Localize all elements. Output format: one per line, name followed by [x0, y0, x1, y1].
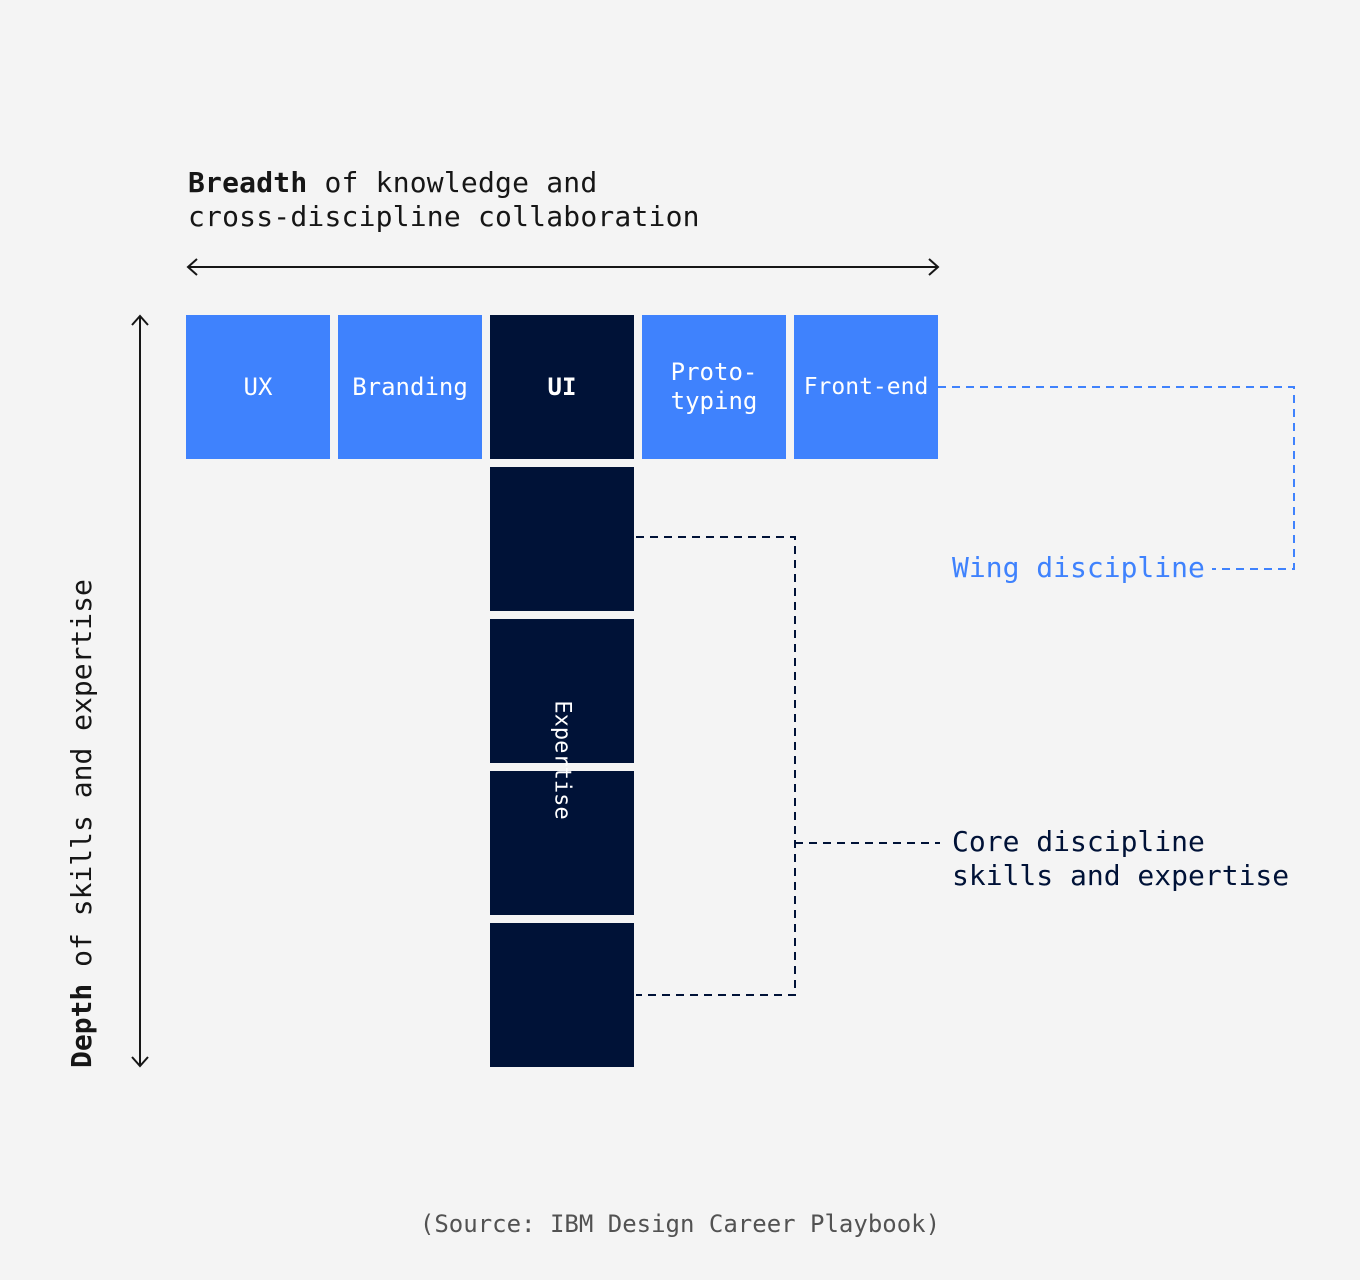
core-label-ui: UI — [547, 372, 577, 401]
wing-box-branding: Branding — [338, 315, 482, 459]
core-label-line2: skills and expertise — [952, 859, 1290, 892]
stem-block-2 — [490, 619, 634, 763]
wing-box-frontend: Front-end — [794, 315, 938, 459]
source-caption: (Source: IBM Design Career Playbook) — [419, 1210, 941, 1238]
core-connector — [636, 536, 940, 996]
stem-block-3 — [490, 771, 634, 915]
wing-discipline-label: Wing discipline — [952, 551, 1207, 585]
core-box-ui: UI — [490, 315, 634, 459]
wing-label-frontend: Front-end — [803, 373, 929, 400]
wing-connector — [938, 386, 1295, 570]
breadth-arrow — [186, 258, 940, 276]
breadth-bold-word: Breadth — [188, 166, 308, 199]
depth-arrow — [131, 314, 149, 1068]
stem-block-1 — [490, 467, 634, 611]
wing-box-prototyping: Proto- typing — [642, 315, 786, 459]
wing-label-branding: Branding — [352, 372, 468, 401]
breadth-title-line2: cross-discipline collaboration — [188, 200, 700, 233]
core-label-line1: Core discipline — [952, 825, 1205, 858]
breadth-axis-title: Breadth of knowledge and cross-disciplin… — [188, 166, 700, 234]
wing-box-ux: UX — [186, 315, 330, 459]
wing-label-prototyping: Proto- typing — [671, 358, 758, 416]
prototyping-line1: Proto- — [670, 358, 758, 386]
stem-expertise-label: Expertise — [549, 700, 575, 820]
stem-block-4 — [490, 923, 634, 1067]
breadth-title-rest: of knowledge and — [307, 166, 598, 199]
core-discipline-label: Core discipline skills and expertise — [952, 825, 1289, 893]
prototyping-line2: typing — [670, 387, 758, 415]
wing-label-ux: UX — [243, 372, 273, 401]
